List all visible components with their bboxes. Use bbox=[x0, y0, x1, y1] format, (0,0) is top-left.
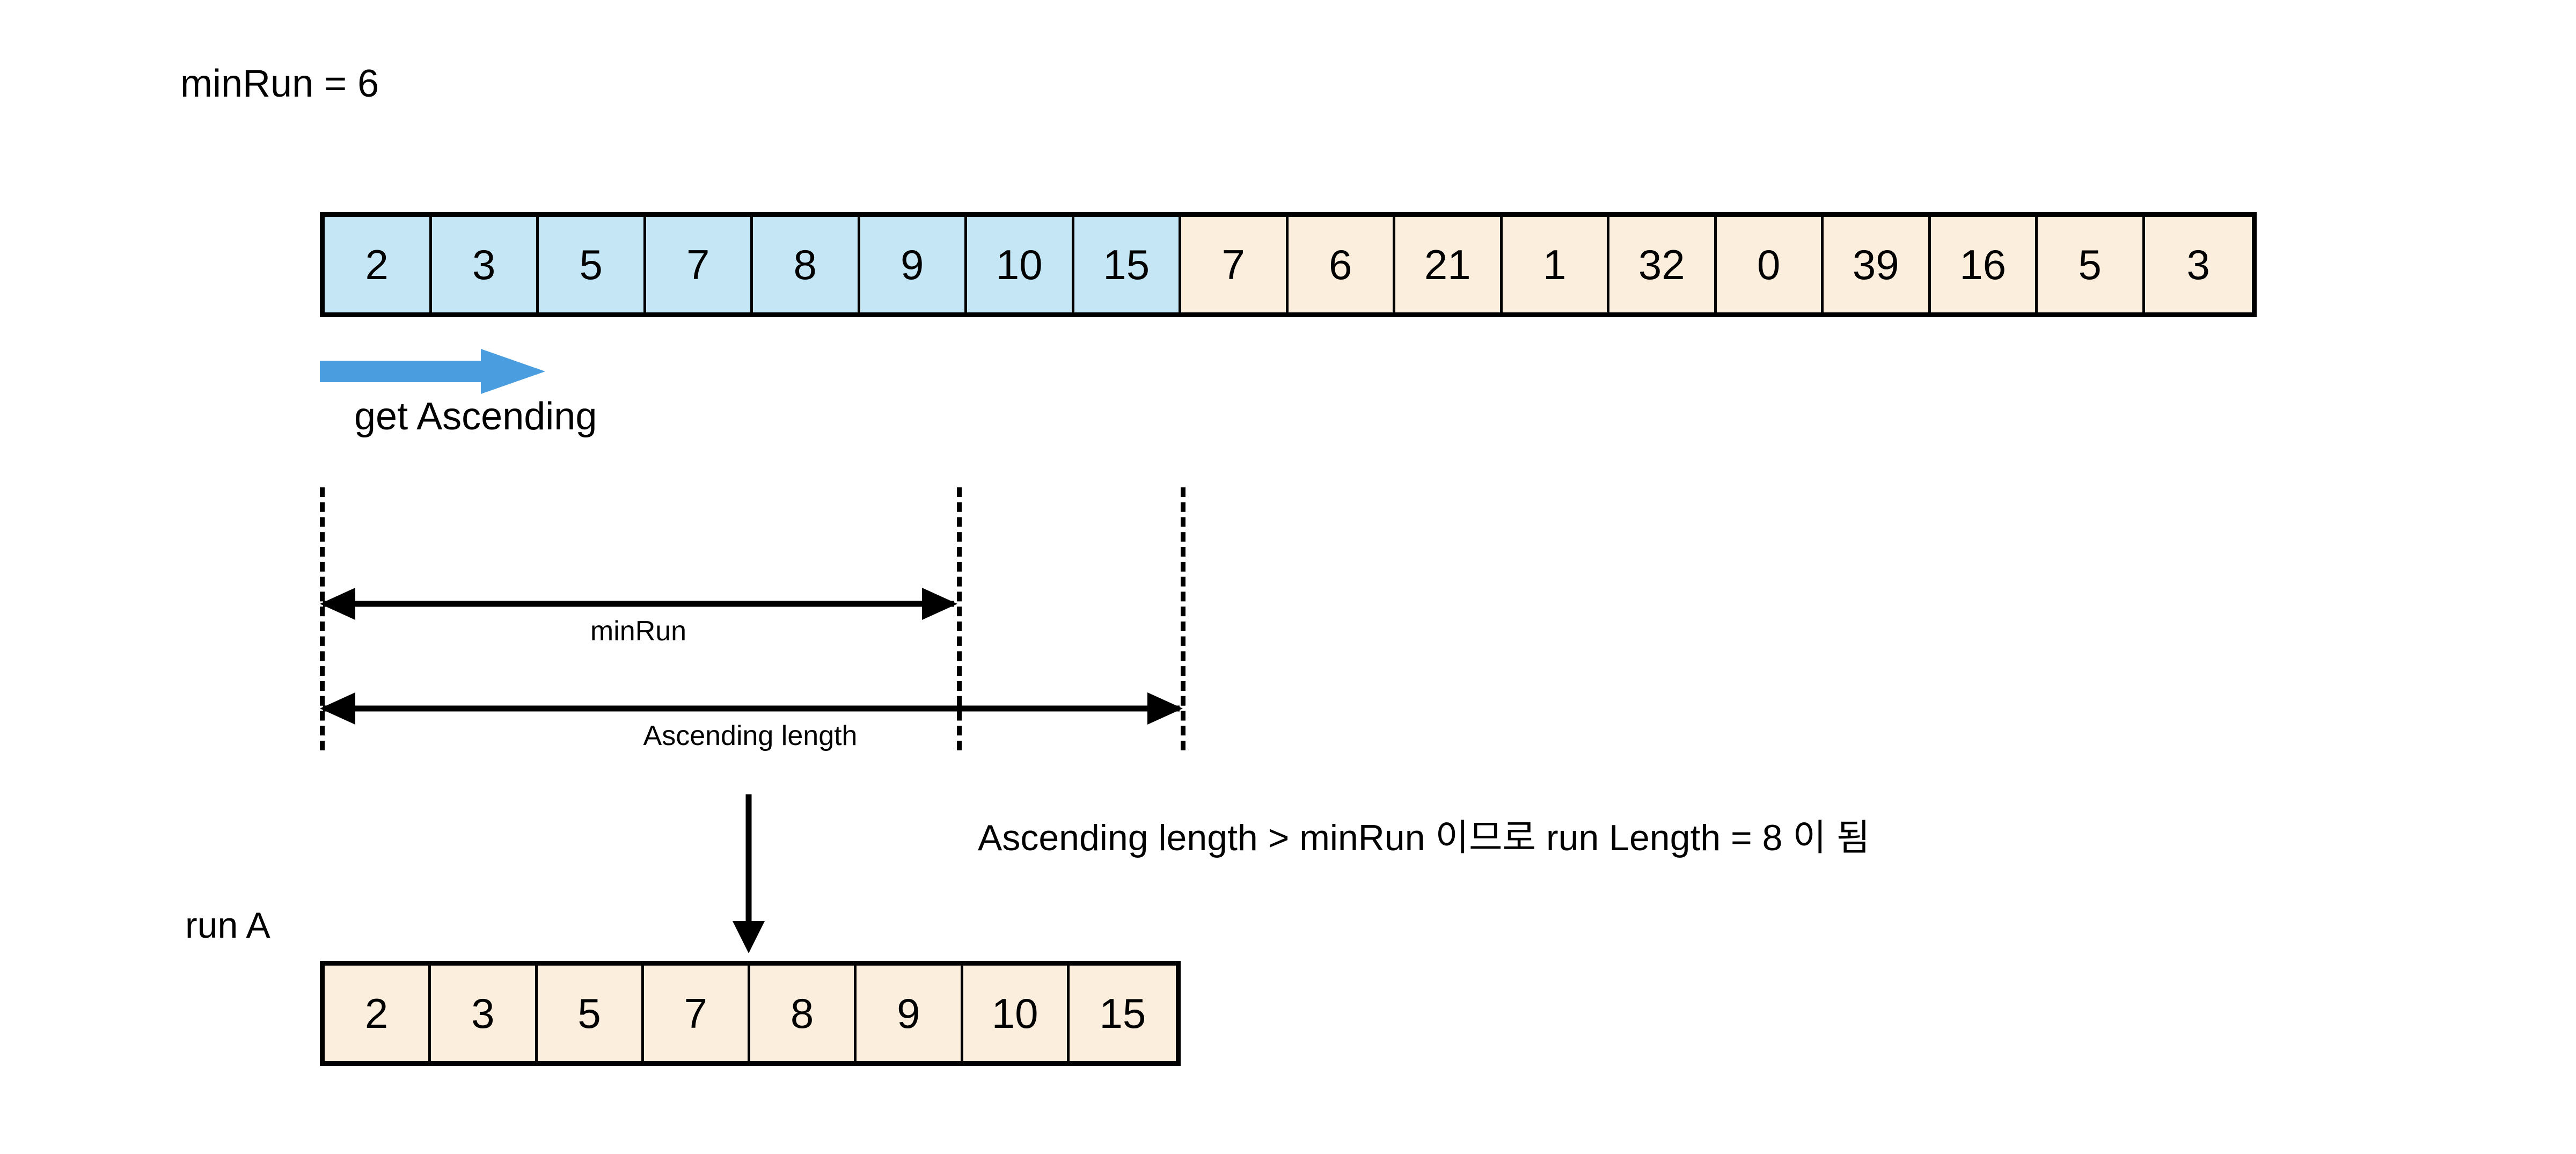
run-a-array-cell: 9 bbox=[857, 966, 963, 1061]
main-array-cell: 5 bbox=[2038, 217, 2145, 312]
main-array-cell: 39 bbox=[1824, 217, 1931, 312]
get-ascending-label: get Ascending bbox=[354, 395, 597, 438]
run-a-array-cell: 3 bbox=[431, 966, 538, 1061]
dashed-guide-line-start bbox=[320, 487, 325, 750]
main-array-cell: 21 bbox=[1395, 217, 1503, 312]
main-array-cell: 10 bbox=[967, 217, 1074, 312]
run-a-array-cell: 8 bbox=[750, 966, 857, 1061]
get-ascending-arrow-icon bbox=[320, 349, 545, 394]
main-array-cell: 3 bbox=[431, 217, 539, 312]
main-array-cell: 8 bbox=[753, 217, 860, 312]
main-array-cell: 0 bbox=[1716, 217, 1824, 312]
ascending-length-dimension-label: Ascending length bbox=[643, 720, 858, 751]
main-array-cell: 32 bbox=[1609, 217, 1717, 312]
main-array-cell: 5 bbox=[539, 217, 646, 312]
ascending-length-dimension-arrow-icon bbox=[320, 692, 1183, 725]
main-array-cell: 16 bbox=[1930, 217, 2038, 312]
minrun-dimension-label: minRun bbox=[590, 616, 687, 647]
main-array-cell: 2 bbox=[325, 217, 432, 312]
main-array-cell: 7 bbox=[1181, 217, 1289, 312]
minrun-dimension-arrow-icon bbox=[320, 588, 957, 620]
main-array-cell: 1 bbox=[1502, 217, 1609, 312]
run-a-array-cell: 10 bbox=[963, 966, 1070, 1061]
dashed-guide-line-ascending-end bbox=[1181, 487, 1185, 750]
main-array-cell: 6 bbox=[1288, 217, 1395, 312]
main-array-cell: 7 bbox=[646, 217, 753, 312]
run-a-array-cell: 2 bbox=[325, 966, 431, 1061]
dashed-guide-line-minrun-end bbox=[957, 487, 962, 750]
run-a-array-cell: 7 bbox=[643, 966, 750, 1061]
run-a-label: run A bbox=[185, 905, 270, 946]
main-array-cell: 15 bbox=[1074, 217, 1181, 312]
down-arrow-icon bbox=[733, 794, 765, 953]
run-a-array-cell: 15 bbox=[1069, 966, 1176, 1061]
main-array-cell: 3 bbox=[2145, 217, 2252, 312]
conclusion-note: Ascending length > minRun 이므로 run Length… bbox=[978, 817, 1870, 858]
main-array-cell: 9 bbox=[860, 217, 967, 312]
run-a-array-cell: 5 bbox=[537, 966, 644, 1061]
minrun-title: minRun = 6 bbox=[180, 62, 379, 105]
